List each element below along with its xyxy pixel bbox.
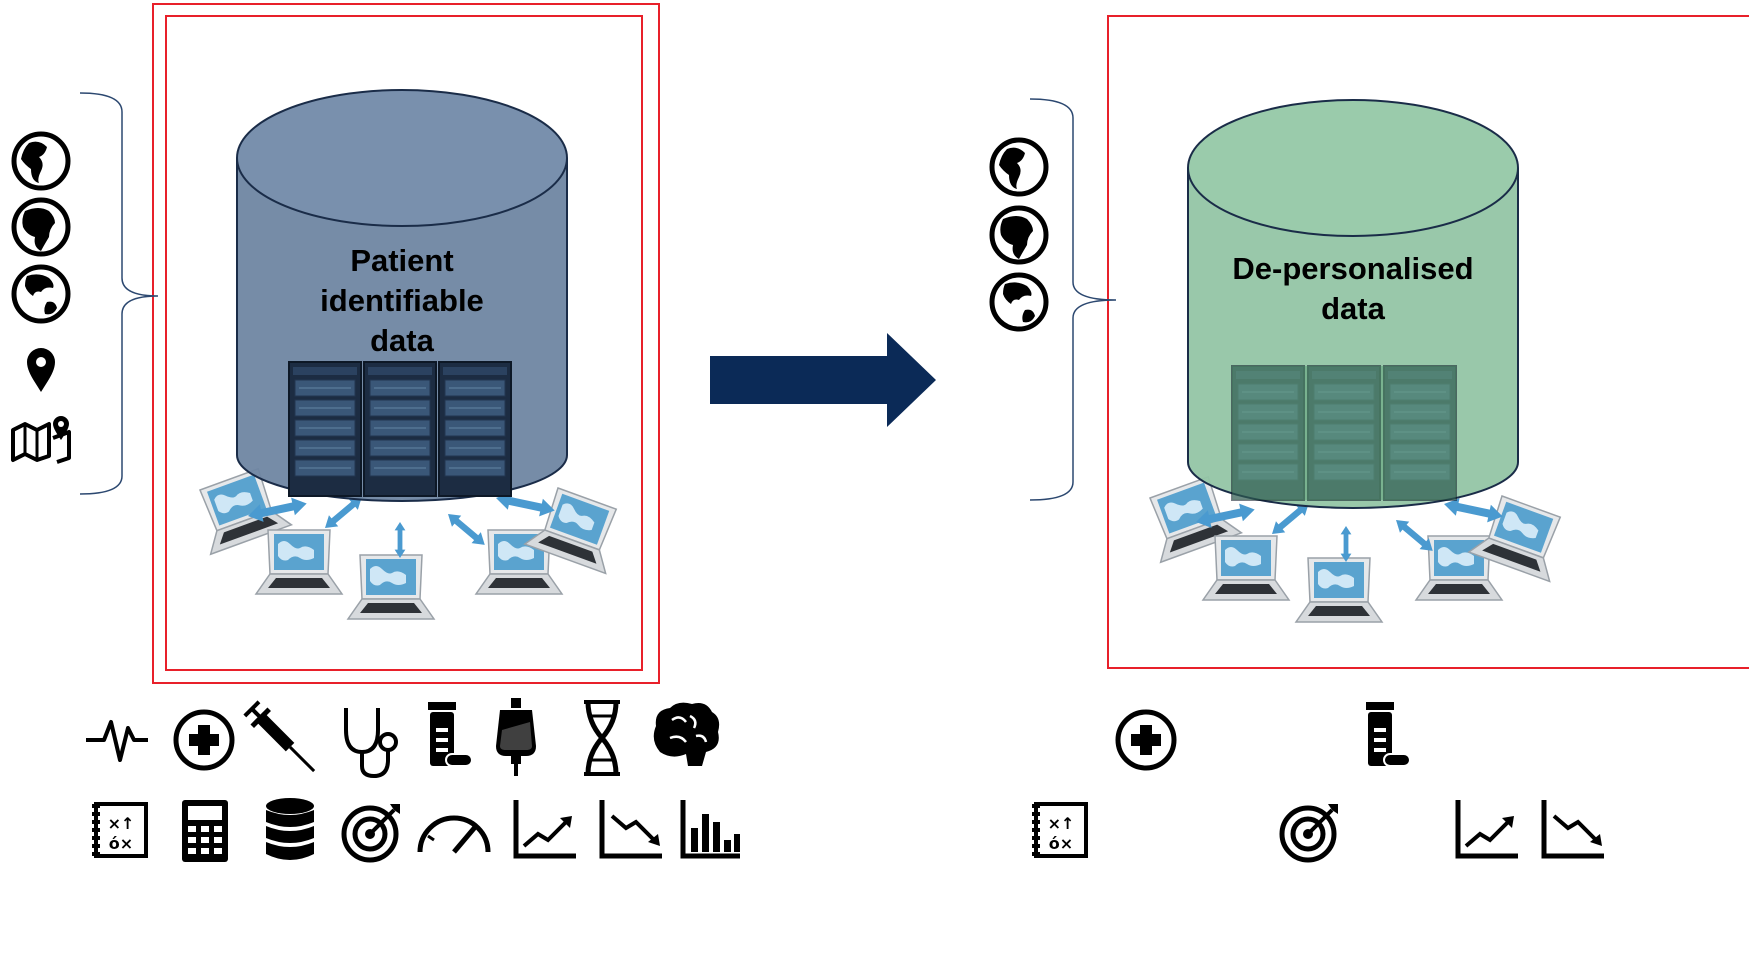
target-icon xyxy=(1279,804,1338,863)
left-side-icons xyxy=(11,134,71,464)
target-icon xyxy=(341,804,400,863)
svg-text:×↑: ×↑ xyxy=(1048,814,1075,833)
database-icon xyxy=(266,798,314,860)
pill-bottle-icon xyxy=(428,702,473,767)
left-bottom-icons-row1 xyxy=(86,698,720,779)
trend-up-icon xyxy=(513,800,576,859)
left-label-line-2: identifiable xyxy=(320,283,484,318)
stethoscope-icon xyxy=(344,708,398,779)
map-pin-icon xyxy=(27,348,55,392)
bar-chart-icon xyxy=(680,800,740,859)
strategy-board-icon: ×↑ ό× xyxy=(1032,802,1088,858)
globe-americas-icon xyxy=(14,134,68,188)
plus-circle-icon xyxy=(1115,709,1177,771)
plus-circle-icon xyxy=(173,709,235,771)
iv-bag-icon xyxy=(496,698,536,776)
svg-text:ό×: ό× xyxy=(109,834,133,853)
left-server-racks xyxy=(288,361,512,497)
strategy-board-icon: ×↑ ό× xyxy=(92,802,148,858)
globe-americas-icon xyxy=(992,140,1046,194)
right-label-line-1: De-personalised xyxy=(1232,251,1474,286)
svg-text:ό×: ό× xyxy=(1049,834,1073,853)
right-panel: ×↑ ό× xyxy=(992,15,1749,863)
right-bottom-icons-row1 xyxy=(1115,702,1411,771)
right-border xyxy=(1107,15,1749,669)
svg-text:×↑: ×↑ xyxy=(108,814,135,833)
brain-icon xyxy=(653,702,720,766)
left-label-line-3: data xyxy=(370,323,434,358)
right-cylinder-label: De-personalised data xyxy=(1198,249,1508,329)
left-outer-border xyxy=(152,3,660,684)
pill-bottle-icon xyxy=(1366,702,1411,767)
map-icon xyxy=(11,416,71,464)
right-label-line-2: data xyxy=(1321,291,1385,326)
calculator-icon xyxy=(182,800,228,862)
right-side-icons xyxy=(992,140,1046,329)
trend-down-icon xyxy=(1541,800,1604,859)
globe-africa-icon xyxy=(14,200,68,254)
left-curly-brace xyxy=(79,92,159,495)
heartbeat-icon xyxy=(86,720,148,762)
right-curly-brace xyxy=(1029,98,1117,501)
globe-asia-icon xyxy=(14,267,68,321)
left-label-line-1: Patient xyxy=(350,243,454,278)
syringe-icon xyxy=(243,700,316,773)
gauge-icon xyxy=(417,815,491,854)
transform-arrow xyxy=(710,333,936,427)
right-bottom-icons-row2: ×↑ ό× xyxy=(1032,800,1604,863)
globe-africa-icon xyxy=(992,208,1046,262)
left-inner-border xyxy=(165,15,643,671)
trend-up-icon xyxy=(1455,800,1518,859)
left-panel: ×↑ ό× xyxy=(11,3,740,863)
dna-icon xyxy=(584,700,620,776)
trend-down-icon xyxy=(599,800,662,859)
globe-asia-icon xyxy=(992,275,1046,329)
left-cylinder-label: Patient identifiable data xyxy=(262,241,542,361)
left-bottom-icons-row2: ×↑ ό× xyxy=(92,798,740,863)
